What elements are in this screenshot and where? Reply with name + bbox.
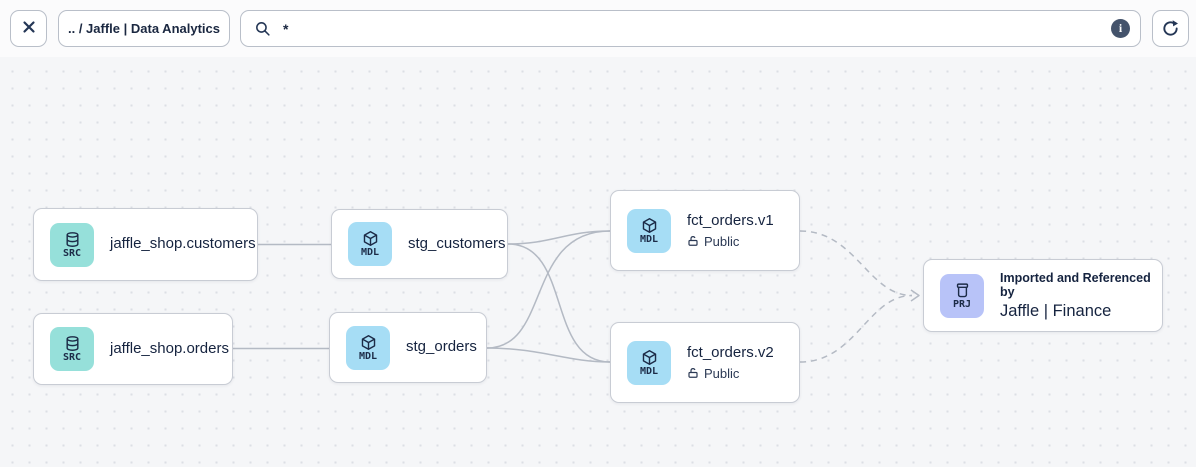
node-label: fct_orders.v1: [687, 212, 774, 230]
node-source-jaffle-shop-customers[interactable]: SRC jaffle_shop.customers: [33, 208, 258, 281]
close-button[interactable]: [10, 10, 47, 47]
node-model-fct-orders-v2[interactable]: MDL fct_orders.v2 Public: [610, 322, 800, 403]
badge-type-label: MDL: [358, 350, 378, 362]
node-label: stg_customers: [408, 234, 506, 252]
access-row: Public: [687, 366, 774, 381]
search-box[interactable]: i: [240, 10, 1141, 47]
badge-type-label: SRC: [62, 247, 82, 259]
badge-type-label: MDL: [360, 247, 380, 258]
archive-icon: [954, 282, 971, 299]
model-badge: MDL: [346, 325, 390, 370]
project-sublabel: Imported and Referenced by: [1000, 270, 1151, 299]
source-badge: SRC: [50, 222, 94, 267]
node-model-stg-customers[interactable]: MDL stg_customers: [331, 209, 508, 279]
source-badge: SRC: [50, 327, 94, 371]
node-model-fct-orders-v1[interactable]: MDL fct_orders.v1 Public: [610, 190, 800, 271]
refresh-button[interactable]: [1152, 10, 1189, 47]
badge-type-label: MDL: [639, 233, 659, 245]
toolbar: .. / Jaffle | Data Analytics i: [0, 0, 1196, 57]
model-badge: MDL: [627, 340, 671, 385]
project-badge: PRJ: [940, 273, 984, 318]
search-input[interactable]: [283, 20, 1099, 37]
node-label: stg_orders: [406, 338, 477, 356]
node-label: jaffle_shop.orders: [110, 339, 229, 357]
access-label: Public: [704, 233, 740, 249]
badge-type-label: MDL: [639, 365, 659, 377]
unlock-icon: [687, 235, 699, 247]
node-label: jaffle_shop.customers: [110, 235, 256, 253]
database-icon: [64, 335, 81, 352]
node-model-stg-orders[interactable]: MDL stg_orders: [329, 312, 487, 383]
breadcrumb[interactable]: .. / Jaffle | Data Analytics: [58, 10, 230, 47]
access-row: Public: [687, 234, 774, 249]
node-project-jaffle-finance[interactable]: PRJ Imported and Referenced by Jaffle | …: [923, 259, 1163, 332]
unlock-icon: [687, 367, 699, 379]
project-label: Jaffle | Finance: [1000, 301, 1112, 320]
package-icon: [641, 217, 658, 234]
search-icon: [254, 20, 271, 37]
refresh-icon: [1161, 19, 1180, 38]
badge-type-label: SRC: [62, 352, 82, 363]
info-icon[interactable]: i: [1111, 19, 1130, 38]
badge-type-label: PRJ: [952, 298, 972, 310]
model-badge: MDL: [348, 222, 392, 266]
close-icon: [20, 18, 38, 39]
node-label: fct_orders.v2: [687, 344, 774, 362]
database-icon: [64, 231, 81, 248]
package-icon: [360, 334, 377, 351]
node-source-jaffle-shop-orders[interactable]: SRC jaffle_shop.orders: [33, 313, 233, 385]
breadcrumb-label: .. / Jaffle | Data Analytics: [68, 21, 220, 36]
package-icon: [362, 230, 379, 247]
package-icon: [641, 349, 658, 366]
model-badge: MDL: [627, 208, 671, 253]
access-label: Public: [704, 365, 740, 381]
